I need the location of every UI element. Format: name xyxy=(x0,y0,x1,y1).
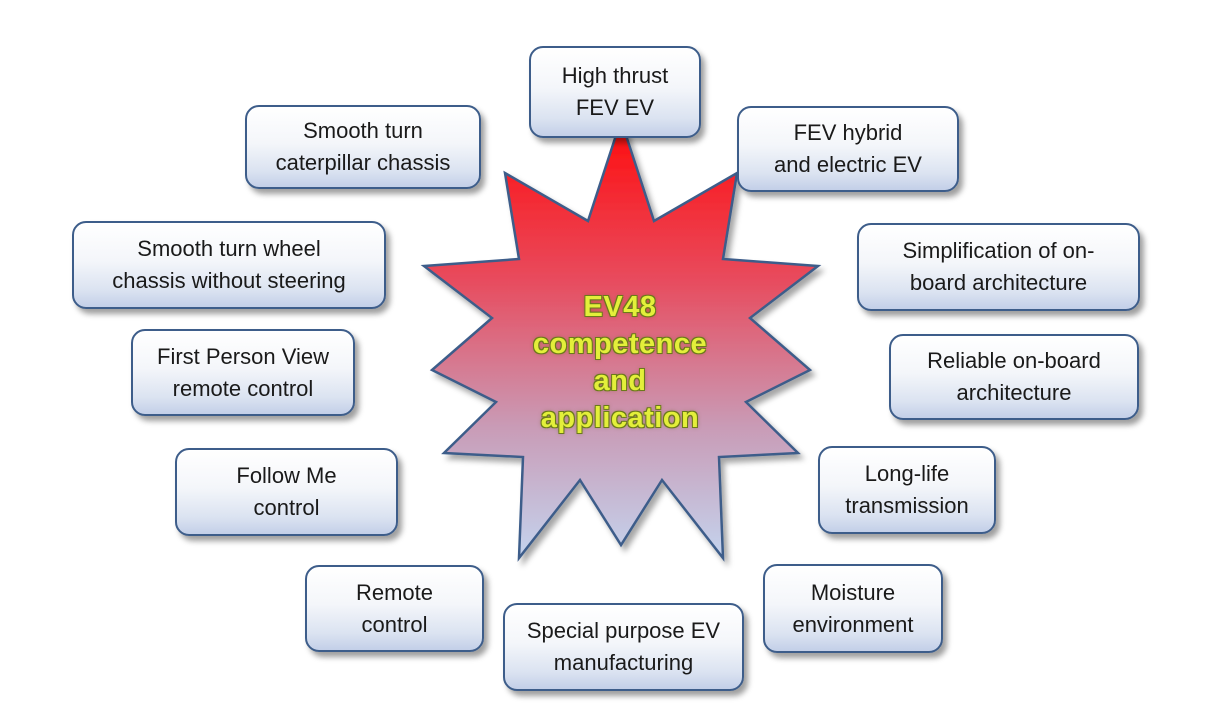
box-line: manufacturing xyxy=(553,650,694,675)
box-line: and electric EV xyxy=(774,152,922,177)
box-reliable: Reliable on-board architecture xyxy=(889,334,1139,420)
box-simplification: Simplification of on-board architecture xyxy=(857,223,1140,311)
box-line: Simplification of on- xyxy=(902,238,1095,263)
box-line: FEV EV xyxy=(575,95,655,120)
box-caterpillar: Smooth turn caterpillar chassis xyxy=(245,105,481,189)
box-line: Follow Me xyxy=(236,463,337,488)
box-line: board architecture xyxy=(909,270,1088,295)
box-remote-control: Remote control xyxy=(305,565,484,652)
box-line: Remote xyxy=(355,579,434,605)
box-line: Long-life xyxy=(864,461,950,486)
box-line: architecture xyxy=(956,380,1072,405)
box-long-life: Long-life transmission xyxy=(818,446,996,534)
center-title-line: and xyxy=(593,365,647,397)
center-title-line: EV48 xyxy=(583,291,657,323)
box-line: control xyxy=(361,611,428,637)
box-line: transmission xyxy=(845,493,969,518)
box-line: Smooth turn xyxy=(303,118,423,143)
box-moisture: Moisture environment xyxy=(763,564,943,653)
box-line: chassis without steering xyxy=(112,268,346,293)
box-line: FEV hybrid xyxy=(793,120,903,145)
center-title-line: application xyxy=(540,402,700,434)
center-title-line: competence xyxy=(532,328,708,360)
box-line: control xyxy=(253,495,320,520)
box-line: remote control xyxy=(172,375,314,401)
box-line: caterpillar chassis xyxy=(275,150,451,175)
box-line: Moisture xyxy=(810,579,896,605)
box-follow-me: Follow Me control xyxy=(175,448,398,536)
box-line: High thrust xyxy=(561,63,669,88)
center-title: EV48 competence and application xyxy=(495,278,745,448)
box-line: Special purpose EV xyxy=(526,618,721,643)
box-fev-hybrid: FEV hybrid and electric EV xyxy=(737,106,959,192)
box-line: Reliable on-board xyxy=(927,348,1101,373)
box-line: First Person View xyxy=(157,343,329,369)
box-line: environment xyxy=(792,611,914,637)
box-line: Smooth turn wheel xyxy=(137,236,321,261)
box-wheel-chassis: Smooth turn wheel chassis without steerin… xyxy=(72,221,386,309)
box-special-purpose: Special purpose EV manufacturing xyxy=(503,603,744,691)
center-star xyxy=(420,115,822,562)
box-first-person: First Person View remote control xyxy=(131,329,355,416)
